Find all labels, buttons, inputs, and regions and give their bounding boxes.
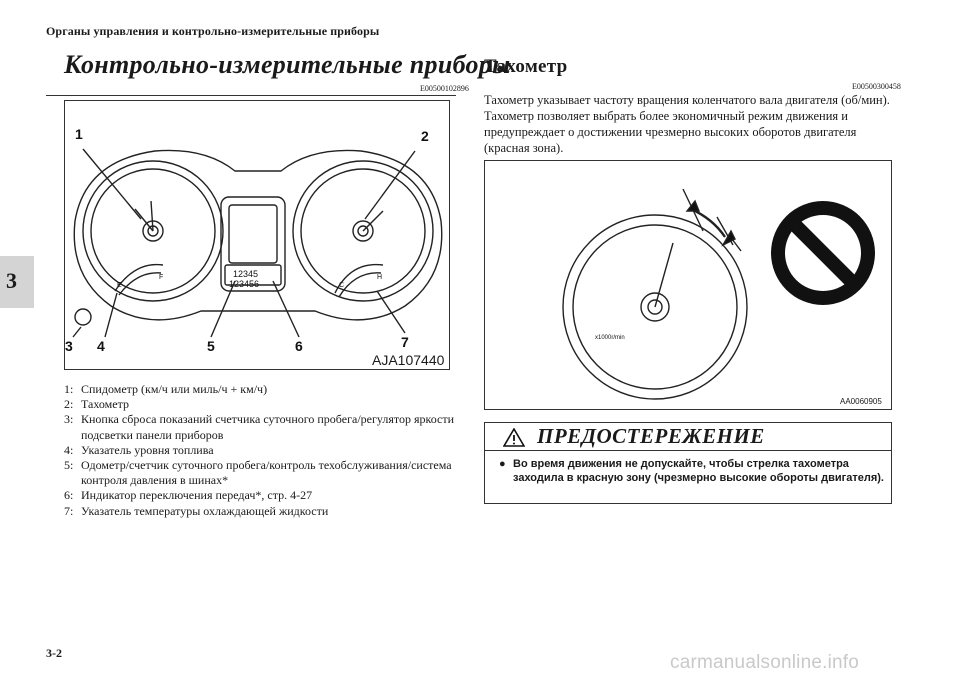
watermark: carmanualsonline.info [670,652,860,673]
instrument-cluster-illustration: 1 2 3 4 5 6 7 12345 123456 E F C H [65,126,443,354]
warning-box: ПРЕДОСТЕРЕЖЕНИЕ ● Во время движения не д… [484,422,892,504]
callout-4: 4 [97,338,105,354]
chapter-number: 3 [6,268,17,293]
fuel-empty-label: E [117,282,122,289]
lcd-odometer-top: 12345 [233,269,258,279]
tachometer-illustration: x1000r/min [562,188,875,400]
legend-item: 3:Кнопка сброса показаний счетчика суточ… [64,412,454,442]
warning-header: ПРЕДОСТЕРЕЖЕНИЕ [485,423,891,451]
legend-item: 1:Спидометр (км/ч или миль/ч + км/ч) [64,382,268,396]
section-code-instruments: E00500102896 [420,84,469,93]
section-title-instruments: Контрольно-измерительные приборы [64,50,511,79]
tachometer-dial-label: x1000r/min [595,335,625,341]
callout-2: 2 [421,128,429,144]
callout-3: 3 [65,338,73,354]
callout-1: 1 [75,126,83,142]
warning-body: ● Во время движения не допускайте, чтобы… [499,457,885,485]
running-header: Органы управления и контрольно-измерител… [46,24,380,38]
warning-text: Во время движения не допускайте, чтобы с… [513,458,884,484]
legend-item: 7:Указатель температуры охлаждающей жидк… [64,503,329,518]
warning-title: ПРЕДОСТЕРЕЖЕНИЕ [537,424,765,448]
figure-code-cluster: AJA107440 [372,352,445,368]
callout-5: 5 [207,338,215,354]
chapter-tab: 3 [0,256,34,308]
legend-item: 5:Одометр/счетчик суточного пробега/конт… [64,458,452,488]
section-title-tachometer: Тахометр [484,56,568,77]
temp-cold-label: C [339,282,344,289]
title-rule [46,95,456,96]
figure-code-tachometer: AA0060905 [840,397,882,406]
tachometer-description: Тахометр указывает частоту вращения коле… [484,93,890,155]
temp-hot-label: H [377,274,382,281]
tachometer-figure: x1000r/min [484,160,892,410]
legend-item: 2:Тахометр [64,397,129,412]
legend-item: 4:Указатель уровня топлива [64,442,214,457]
warning-bullet: ● [499,458,506,470]
fuel-full-label: F [159,274,163,281]
legend-item: 6:Индикатор переключения передач*, стр. … [64,488,313,503]
callout-6: 6 [295,338,303,354]
instrument-legend: 1:Спидометр (км/ч или миль/ч + км/ч) 2:Т… [64,382,454,519]
instrument-cluster-figure: 1 2 3 4 5 6 7 12345 123456 E F C H [64,100,450,370]
section-code-tachometer: E00500300458 [852,82,901,91]
warning-triangle-icon [503,428,525,447]
callout-7: 7 [401,334,409,350]
lcd-odometer-bottom: 123456 [229,279,259,289]
page-number: 3-2 [46,646,62,660]
